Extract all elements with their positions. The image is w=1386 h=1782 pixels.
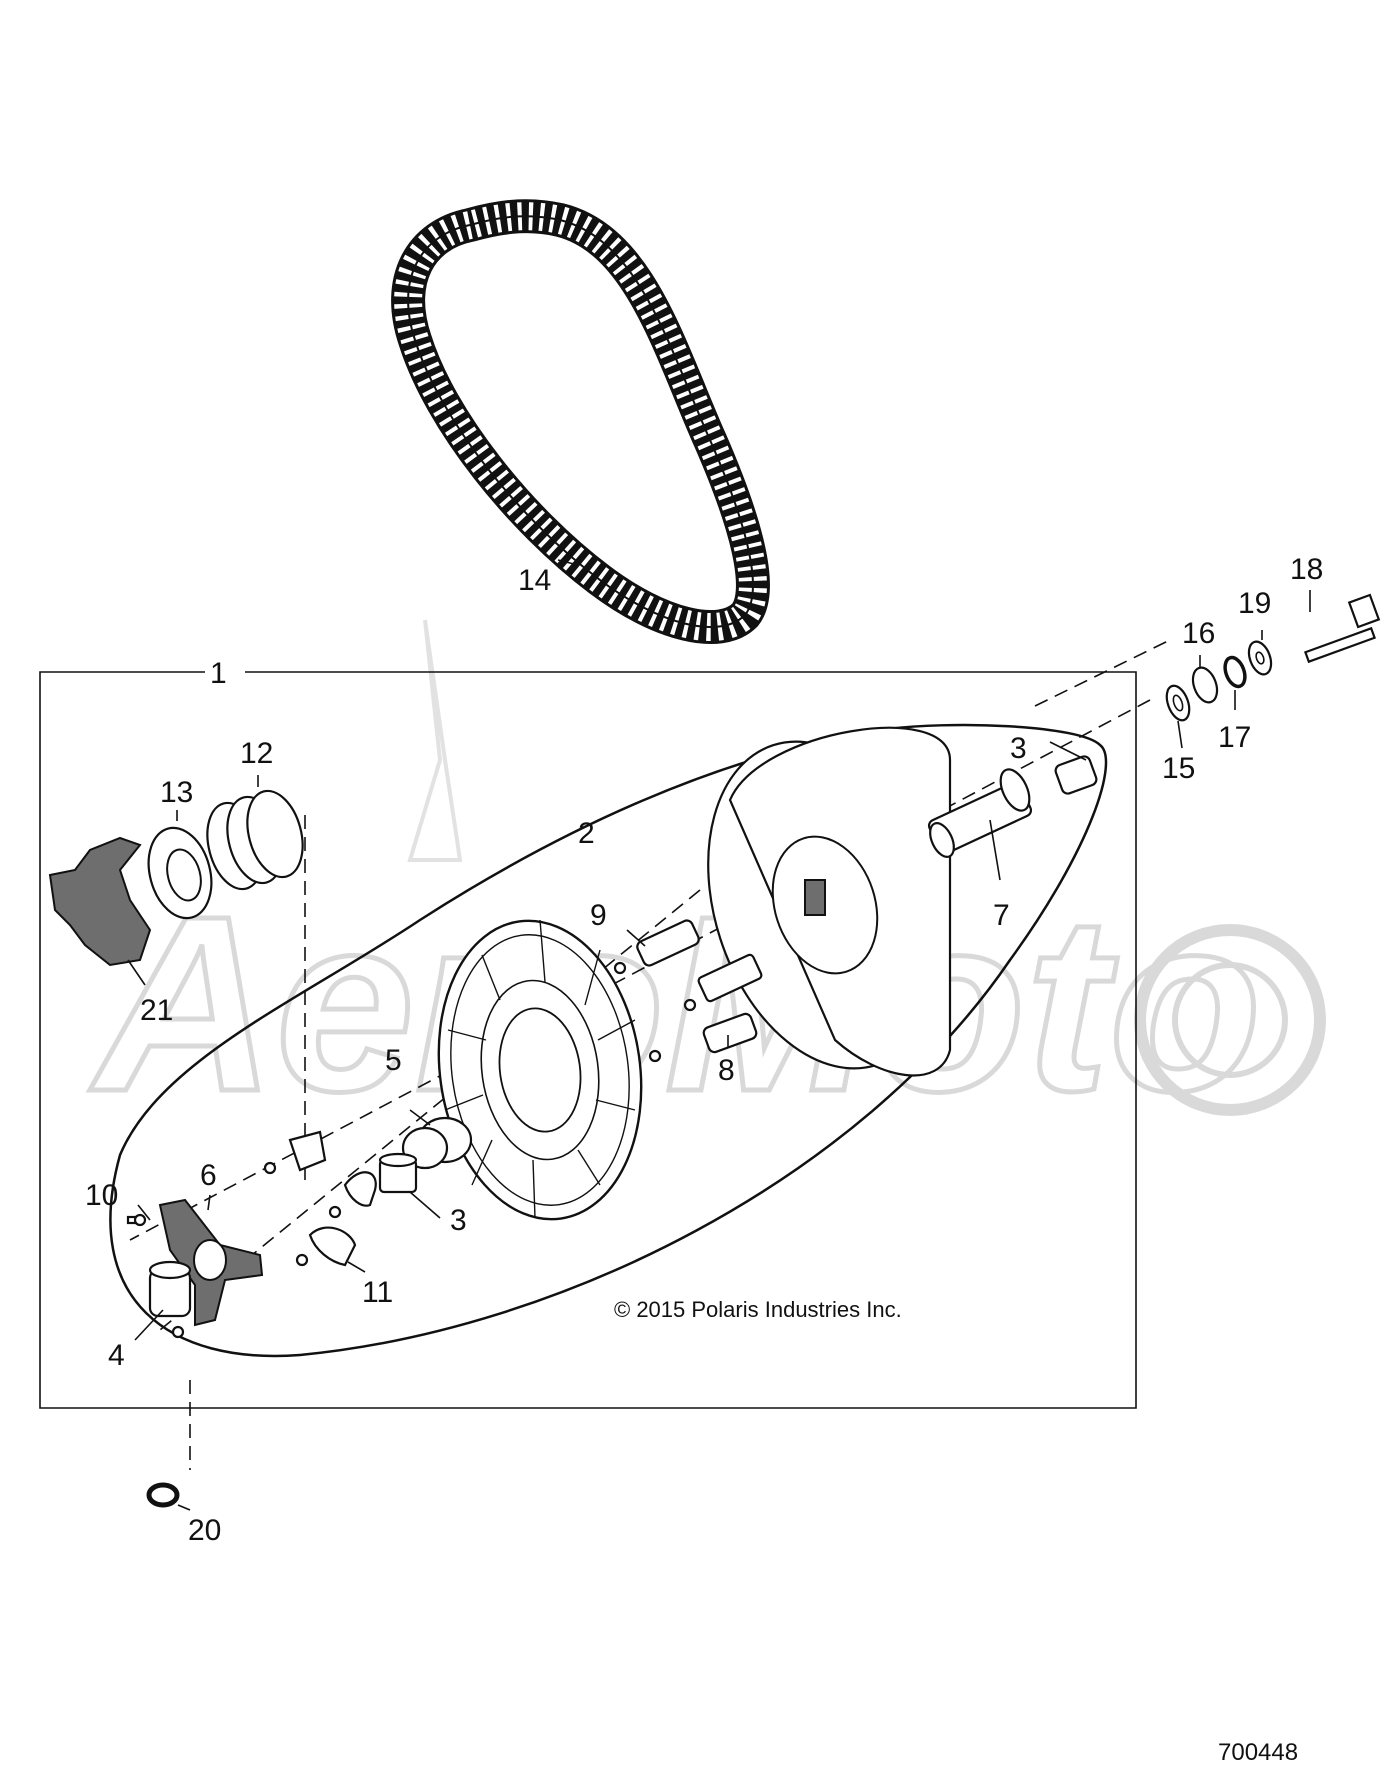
bushing-4 — [148, 1260, 192, 1318]
callout-10: 10 — [85, 1179, 118, 1212]
callout-1: 1 — [210, 657, 227, 690]
callout-13: 13 — [160, 776, 193, 809]
callout-2: 2 — [578, 817, 595, 850]
fixed-sheave — [437, 919, 643, 1221]
callout-4: 4 — [108, 1339, 125, 1372]
leader-lines — [127, 590, 1311, 1511]
callout-20: 20 — [188, 1514, 221, 1547]
callout-18: 18 — [1290, 553, 1323, 586]
copyright-notice: © 2015 Polaris Industries Inc. — [614, 1297, 902, 1322]
watermark-wheel-icon — [1134, 924, 1326, 1116]
callout-3-upper: 3 — [1010, 732, 1027, 765]
callout-11: 11 — [362, 1276, 393, 1309]
roller-bracket-8 — [648, 953, 763, 1063]
watermark-spire-icon — [407, 619, 463, 862]
callout-8: 8 — [718, 1054, 735, 1087]
bushing-3-upper — [1054, 755, 1098, 795]
bolt-18 — [1303, 593, 1381, 664]
callout-21: 21 — [140, 994, 173, 1027]
callout-6: 6 — [200, 1159, 217, 1192]
screw-10 — [126, 1213, 147, 1227]
callout-14: 14 — [518, 564, 551, 597]
callout-7: 7 — [993, 899, 1010, 932]
o-ring-20 — [146, 1482, 180, 1508]
washer-15 — [1165, 684, 1191, 722]
washer-16 — [1191, 666, 1219, 704]
callout-9: 9 — [590, 899, 607, 932]
callout-15: 15 — [1162, 752, 1195, 785]
callout-3-lower: 3 — [450, 1204, 467, 1237]
figure-number: 700448 — [1218, 1739, 1298, 1766]
retainer-13 — [147, 826, 213, 920]
shaft-7 — [927, 768, 1033, 858]
arm-piece — [263, 1130, 327, 1175]
spider-6 — [158, 1198, 264, 1327]
spring-12 — [206, 789, 304, 891]
clutch-assembly-outline — [109, 723, 1108, 1358]
weight-11 — [295, 1171, 377, 1267]
watermark-text: AeroMoto — [89, 864, 1262, 1143]
snap-ring-17 — [1223, 655, 1247, 689]
moveable-sheave — [707, 726, 952, 1077]
bushing-3-lower — [378, 1152, 418, 1194]
assembly-frame — [39, 671, 1137, 1409]
callout-19: 19 — [1238, 587, 1271, 620]
callout-12: 12 — [240, 737, 273, 770]
spider-21 — [48, 836, 152, 967]
callout-16: 16 — [1182, 617, 1215, 650]
drive-belt — [391, 199, 770, 644]
washer-19 — [1247, 640, 1273, 676]
screw-lower — [171, 1325, 185, 1339]
roller-9 — [613, 919, 700, 975]
callout-5: 5 — [385, 1044, 402, 1077]
callout-17: 17 — [1218, 721, 1251, 754]
